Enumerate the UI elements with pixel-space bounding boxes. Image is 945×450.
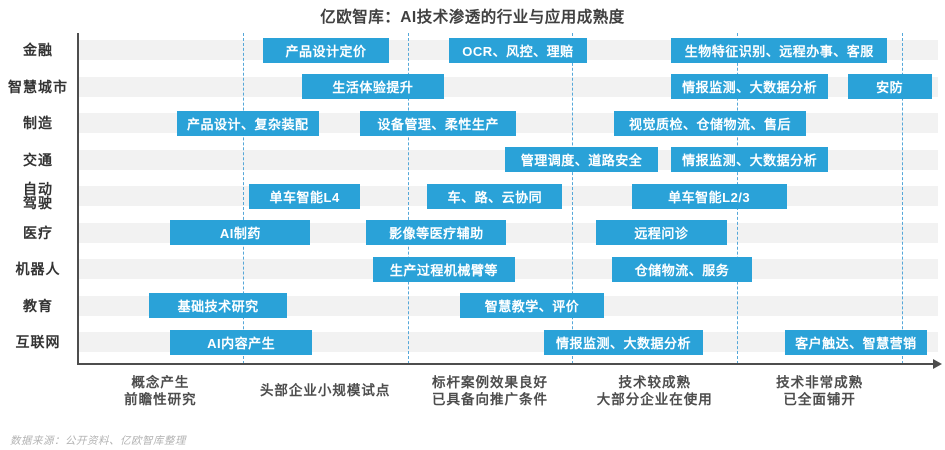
task-box: OCR、风控、理赔 <box>448 37 588 63</box>
task-box: 单车智能L2/3 <box>631 183 787 209</box>
task-box: 产品设计定价 <box>262 37 390 63</box>
task-box: 影像等医疗辅助 <box>366 220 507 245</box>
y-axis-line <box>77 33 79 364</box>
task-box: 情报监测、大数据分析 <box>544 329 703 355</box>
task-box: AI制药 <box>170 220 311 245</box>
stage-divider-line <box>242 33 244 364</box>
industry-row-label: 制造 <box>23 115 53 131</box>
task-box: 生产过程机械臂等 <box>373 256 515 282</box>
x-axis-arrow-icon <box>933 359 942 369</box>
stage-divider-line <box>902 33 903 364</box>
stage-divider-line <box>572 33 574 364</box>
task-box: 生物特征识别、远程办事、客服 <box>671 37 888 63</box>
industry-row-label: 金融 <box>23 42 53 58</box>
task-box: 基础技术研究 <box>148 293 288 318</box>
data-source-note: 数据来源：公开资料、亿欧智库整理 <box>10 435 186 447</box>
stage-label: 头部企业小规模试点 <box>259 383 391 398</box>
task-box: 智慧教学、评价 <box>460 293 604 318</box>
x-axis-line <box>77 363 935 365</box>
industry-row-label: 交通 <box>23 151 53 168</box>
task-box: 生活体验提升 <box>302 74 444 99</box>
task-box: 客户触达、智慧营销 <box>785 329 927 355</box>
task-box: 车、路、云协同 <box>427 183 563 209</box>
stage-label: 技术非常成熟 已全面铺开 <box>776 375 864 407</box>
task-box: 远程问诊 <box>595 220 728 245</box>
task-box: 情报监测、大数据分析 <box>671 74 828 99</box>
task-box: 单车智能L4 <box>249 183 360 209</box>
industry-row-label: 医疗 <box>23 224 53 241</box>
stage-label: 概念产生 前瞻性研究 <box>124 375 197 407</box>
task-box: 安防 <box>847 74 932 99</box>
industry-row-label: 教育 <box>23 297 53 314</box>
stage-label: 标杆案例效果良好 已具备向推广条件 <box>432 375 548 407</box>
task-box: 视觉质检、仓储物流、售后 <box>613 110 807 136</box>
industry-row-label: 机器人 <box>15 261 61 277</box>
task-box: 情报监测、大数据分析 <box>671 147 828 172</box>
task-box: AI内容产生 <box>170 329 312 355</box>
task-box: 管理调度、道路安全 <box>504 147 659 172</box>
industry-row-label: 智慧城市 <box>8 78 68 95</box>
industry-row-label: 互联网 <box>15 334 61 350</box>
industry-row-label: 自动 驾驶 <box>23 181 53 211</box>
task-box: 设备管理、柔性生产 <box>359 110 517 136</box>
task-box: 仓储物流、服务 <box>612 256 753 282</box>
stage-divider-line <box>407 33 409 364</box>
task-box: 产品设计、复杂装配 <box>176 110 319 136</box>
stage-label: 技术较成熟 大部分企业在使用 <box>596 375 713 407</box>
chart-title: 亿欧智库：AI技术渗透的行业与应用成熟度 <box>320 9 625 26</box>
